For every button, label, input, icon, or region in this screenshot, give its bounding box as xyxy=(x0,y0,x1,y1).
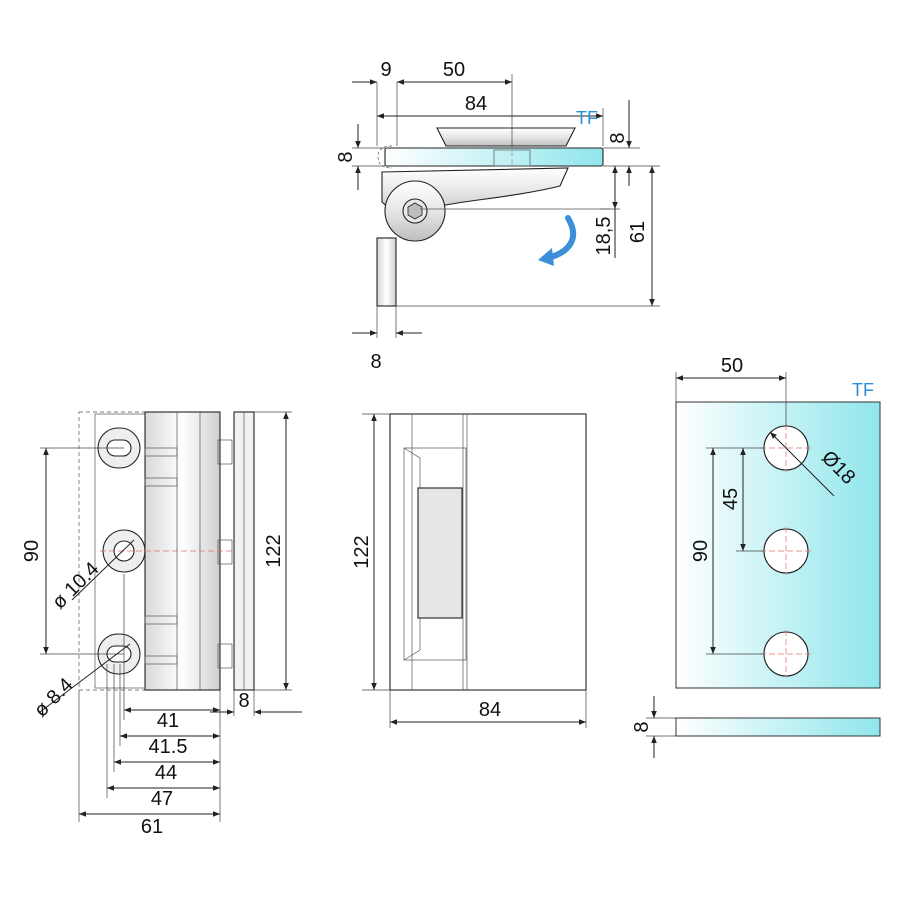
dim-9: 9 xyxy=(380,59,391,81)
top-view-glass-end xyxy=(377,145,393,169)
dim-47: 47 xyxy=(151,788,173,810)
glass-edge-strip xyxy=(675,717,881,737)
dim-122-side: 122 xyxy=(263,534,285,567)
top-view-upper-clamp xyxy=(436,127,576,147)
dim-44: 44 xyxy=(155,762,177,784)
dim-41-5: 41.5 xyxy=(149,736,188,758)
glass-label-panel: TF xyxy=(852,380,874,400)
top-view: 9 50 84 TF 8 8 18,5 61 8 xyxy=(335,59,660,373)
dim-61-top: 61 xyxy=(627,221,649,243)
dim-90-side: 90 xyxy=(21,540,43,562)
dim-122-front: 122 xyxy=(351,535,373,568)
dim-45-glass: 45 xyxy=(720,488,742,510)
side-view: 90 122 ø 10.4 ø 8.4 41 41.5 44 47 61 8 xyxy=(21,411,302,838)
hex-socket-icon xyxy=(407,202,423,220)
top-view-wall-plate xyxy=(376,237,397,307)
dim-61-side: 61 xyxy=(141,816,163,838)
dim-90-glass: 90 xyxy=(690,540,712,562)
glass-view: 50 TF 90 45 Ø18 8 xyxy=(631,355,881,758)
dim-hole-8-4: ø 8.4 xyxy=(30,674,78,722)
dim-8-side: 8 xyxy=(238,690,249,712)
rotation-arrow-icon xyxy=(545,215,577,261)
dim-41: 41 xyxy=(157,710,179,732)
dim-84: 84 xyxy=(465,93,487,115)
dim-8-bottom: 8 xyxy=(370,351,381,373)
dim-84-front: 84 xyxy=(479,699,501,721)
dim-50-glass: 50 xyxy=(721,355,743,377)
front-view: 122 84 xyxy=(351,413,587,728)
dim-8-glass: 8 xyxy=(631,721,653,732)
dim-8-left: 8 xyxy=(335,151,357,162)
dim-8-right: 8 xyxy=(607,132,629,143)
dim-18-5: 18,5 xyxy=(593,217,615,256)
dim-50: 50 xyxy=(443,59,465,81)
glass-label-top: TF xyxy=(576,108,598,128)
